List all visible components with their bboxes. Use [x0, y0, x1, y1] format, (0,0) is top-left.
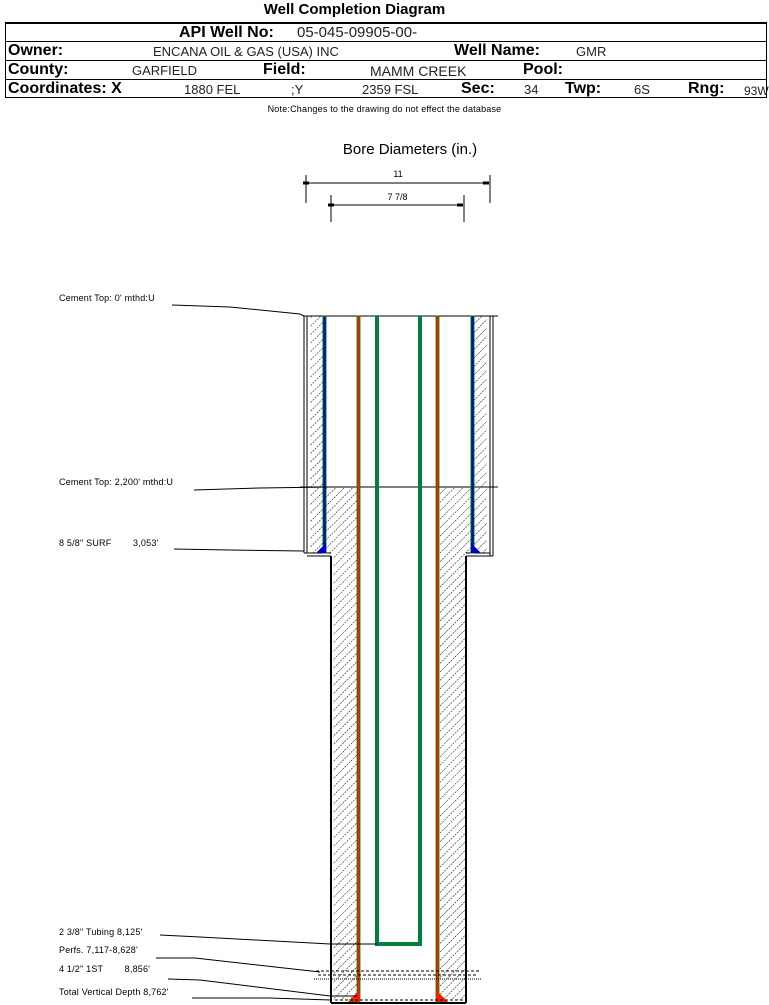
- leader-cement-top-2200: [193, 486, 331, 491]
- surface-shoe-left: [316, 543, 326, 553]
- leader-total-depth: [192, 997, 332, 1001]
- coord-y-label: ;Y: [291, 82, 304, 97]
- production-shoe-right: [436, 990, 448, 1002]
- row-divider: [6, 79, 766, 80]
- tubing-string: [375, 316, 422, 946]
- pool-label: Pool:: [523, 61, 563, 78]
- bore-dim-label-11: 11: [393, 169, 403, 179]
- annotation-tubing: 2 3/8" Tubing 8,125': [59, 927, 143, 937]
- coord-y-value: 2359 FSL: [362, 82, 419, 97]
- county-label: County:: [8, 61, 69, 78]
- annotation-cement-top-0: Cement Top: 0' mthd:U: [59, 293, 155, 303]
- annotation-perfs: Perfs. 7,117-8,628': [59, 945, 138, 955]
- database-note: Note:Changes to the drawing do not effec…: [267, 104, 502, 114]
- cement-lower-left: [333, 553, 357, 1000]
- annotation-cement-top-2200: Cement Top: 2,200' mthd:U: [59, 477, 174, 487]
- bore-dimension-11: [303, 175, 491, 203]
- leader-perfs: [156, 957, 321, 973]
- owner-value: ENCANA OIL & GAS (USA) INC: [153, 44, 339, 59]
- hole-outline: [300, 315, 498, 1004]
- row-divider: [6, 60, 766, 61]
- field-value: MAMM CREEK: [370, 63, 467, 79]
- annotation-total-depth: Total Vertical Depth 8,762': [59, 987, 169, 997]
- coord-x-value: 1880 FEL: [184, 82, 241, 97]
- county-value: GARFIELD: [132, 63, 198, 78]
- api-value: 05-045-09905-00-: [297, 24, 418, 41]
- cement-mid-right: [439, 487, 472, 553]
- twp-label: Twp:: [565, 80, 602, 97]
- bore-dim-label-7-7-8: 7 7/8: [387, 192, 408, 202]
- leader-tubing: [159, 934, 377, 945]
- well-name-value: GMR: [576, 44, 607, 59]
- rng-label: Rng:: [688, 80, 725, 97]
- leader-production-casing: [167, 978, 357, 997]
- field-label: Field:: [263, 61, 306, 78]
- cement-upper-left: [310, 316, 323, 553]
- twp-value: 6S: [634, 82, 650, 97]
- rng-value: 93W: [744, 84, 769, 98]
- coordinates-label: Coordinates: X: [8, 80, 122, 97]
- surface-shoe-right: [471, 543, 481, 553]
- row-divider: [6, 41, 766, 42]
- well-name-label: Well Name:: [454, 42, 540, 59]
- annotation-production-casing: 4 1/2" 1ST 8,856': [59, 964, 151, 974]
- bore-dimension-7-7-8: [328, 195, 465, 222]
- leader-cement-top-0: [171, 304, 305, 317]
- cement-mid-left: [326, 487, 357, 553]
- owner-label: Owner:: [8, 42, 64, 59]
- cement-upper-right: [474, 316, 487, 553]
- bore-diameters-title: Bore Diameters (in.): [342, 141, 478, 158]
- production-casing: [348, 315, 448, 1003]
- cement-lower-right: [439, 553, 465, 1000]
- diagram-title: Well Completion Diagram: [263, 1, 446, 18]
- well-header-table: API Well No: 05-045-09905-00- Owner: ENC…: [5, 22, 769, 98]
- perforations: [314, 970, 482, 980]
- api-label: API Well No:: [179, 24, 274, 41]
- annotation-surface-casing: 8 5/8" SURF 3,053': [59, 538, 159, 548]
- sec-value: 34: [524, 82, 539, 97]
- leader-surface-casing: [173, 548, 305, 552]
- sec-label: Sec:: [461, 80, 495, 97]
- surface-casing: [316, 315, 481, 554]
